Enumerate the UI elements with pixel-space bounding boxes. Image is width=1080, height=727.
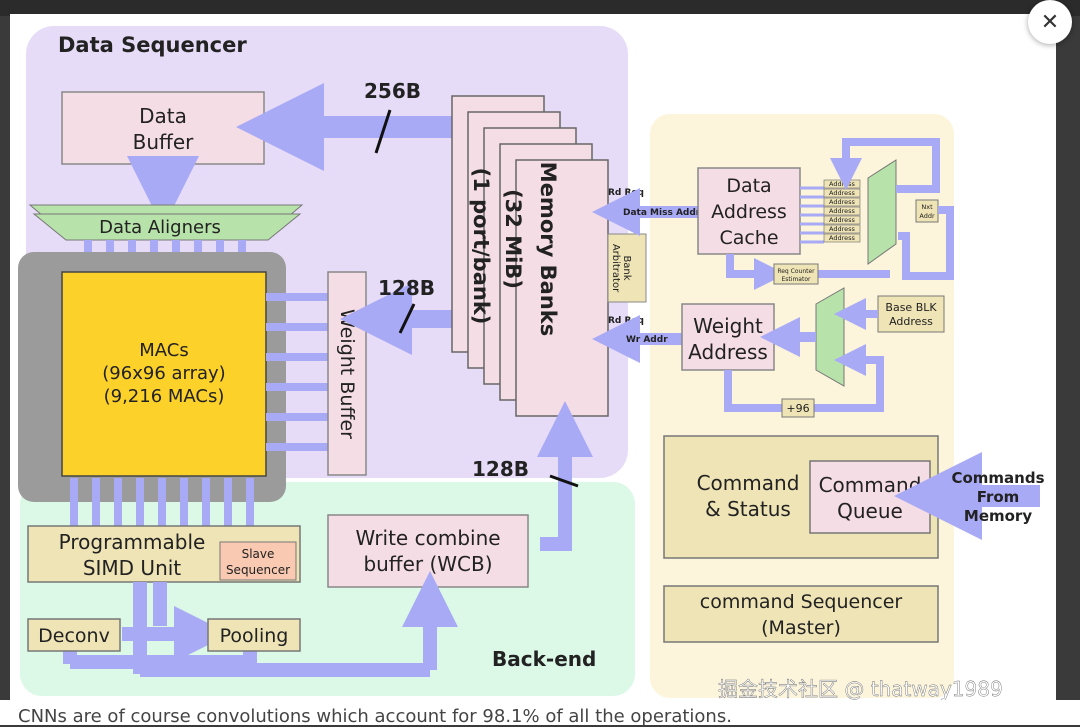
weight-buffer-label: Weight Buffer (336, 309, 358, 439)
command-status-label-1: Command (697, 471, 800, 495)
memory-banks-label-2: (32 MiB) (501, 189, 525, 289)
address-register-labels: Address Address Address Address Address … (829, 180, 855, 242)
wr-addr-label: Wr Addr (626, 335, 668, 345)
backend-routing (63, 571, 458, 677)
dac-label-1: Data (726, 175, 771, 197)
nxt-addr-label-1: Nxt (921, 203, 933, 211)
background-nav-strip (0, 0, 1080, 16)
req-counter-label-2: Estimator (782, 276, 811, 283)
base-blk-label-2: Address (889, 315, 933, 328)
label-256b: 256B (364, 79, 421, 103)
label-128b-top: 128B (378, 276, 435, 300)
nxt-addr-label-2: Addr (919, 212, 935, 220)
address-reg-7: Address (829, 234, 855, 242)
address-reg-2: Address (829, 189, 855, 197)
bank-arbitrator-label-1: Bank (621, 255, 632, 280)
req-counter-estimator (773, 263, 819, 285)
image-lightbox: Data Sequencer Data Buffer 256B Data Ali… (10, 14, 1056, 700)
rd-req-label-2: Rd Req (608, 316, 644, 326)
macs-label-3: (9,216 MACs) (104, 386, 225, 407)
memory-banks-label-3: (1 port/bank) (469, 168, 493, 325)
close-button[interactable]: ✕ (1028, 0, 1072, 44)
data-buffer-label-2: Buffer (133, 130, 194, 154)
deconv-label: Deconv (38, 625, 110, 647)
arrow-128b-wcb (537, 401, 593, 551)
simd-label-2: SIMD Unit (83, 556, 181, 580)
weight-mux (815, 287, 845, 387)
data-sequencer-title: Data Sequencer (58, 33, 247, 57)
macs-label-1: MACs (139, 340, 188, 361)
dac-label-2: Address (711, 201, 787, 223)
wcb-label-1: Write combine (355, 526, 500, 550)
bus-slash-128-top (398, 303, 416, 334)
command-queue-label-1: Command (819, 473, 922, 497)
bus-slash-256 (374, 109, 392, 154)
commands-from-memory-label-1: Commands (951, 469, 1044, 487)
base-blk-label-1: Base BLK (885, 301, 937, 314)
simd-label-1: Programmable (59, 530, 206, 554)
plus96-box (781, 398, 815, 418)
label-128b-bottom: 128B (472, 457, 529, 481)
rd-req-label-1: Rd Req (608, 188, 644, 198)
mux-feedback-loop (830, 138, 940, 193)
deconv-unit (27, 618, 121, 652)
pooling-unit (207, 618, 301, 652)
bus-slash-128-bottom (549, 474, 579, 488)
dac-label-3: Cache (719, 227, 778, 249)
slave-sequencer-label-1: Slave (242, 547, 275, 561)
address-mux (867, 159, 897, 265)
slave-sequencer-label-2: Sequencer (226, 563, 290, 577)
memory-banks (515, 159, 609, 417)
pooling-label: Pooling (220, 625, 289, 647)
base-blk-address (877, 295, 945, 333)
memory-banks-label-1: Memory Banks (536, 162, 560, 336)
command-sequencer-label-2: (Master) (761, 617, 841, 639)
slave-sequencer (219, 541, 297, 581)
mac-to-simd-arrows (70, 478, 254, 526)
background-article-text: CNNs are of course convolutions which ac… (18, 706, 732, 727)
command-status-label-2: & Status (705, 497, 791, 521)
data-miss-addr-label: Data Miss Addr (623, 208, 701, 218)
address-reg-6: Address (829, 225, 855, 233)
plus96-loop (724, 344, 884, 412)
data-aligners (32, 213, 302, 241)
data-aligners-label: Data Aligners (99, 217, 221, 238)
weight-address (681, 303, 775, 371)
address-reg-5: Address (829, 216, 855, 224)
command-sequencer-label-1: command Sequencer (700, 591, 903, 613)
address-reg-4: Address (829, 207, 855, 215)
background-article-strip: CNNs are of course convolutions which ac… (0, 700, 1080, 727)
macs-array (61, 271, 267, 477)
back-end-title: Back-end (492, 647, 596, 671)
command-sequencer (663, 585, 939, 643)
wcb-label-2: buffer (WCB) (363, 552, 492, 576)
commands-from-memory-label-2: From (977, 488, 1020, 506)
command-queue-label-2: Queue (837, 499, 903, 523)
bank-arbitrator-label-2: Arbitrator (610, 244, 621, 293)
req-counter-path (726, 254, 786, 290)
weight-address-label-2: Address (688, 340, 768, 364)
macs-label-2: (96x96 array) (102, 363, 225, 384)
commands-from-memory-label-3: Memory (964, 507, 1032, 525)
plus96-label: +96 (786, 402, 809, 415)
nxt-addr-loop (898, 206, 954, 280)
data-buffer-label-1: Data (139, 104, 187, 128)
close-icon: ✕ (1040, 9, 1060, 35)
data-address-cache (697, 167, 801, 255)
watermark: 掘金技术社区 @ thatway1989 (718, 677, 1003, 700)
address-reg-3: Address (829, 198, 855, 206)
weight-to-mac-arrows (266, 293, 328, 451)
req-counter-label-1: Req Counter (777, 268, 815, 275)
weight-address-label-1: Weight (693, 314, 763, 338)
architecture-diagram: Data Sequencer Data Buffer 256B Data Ali… (18, 26, 1045, 700)
address-reg-1: Address (829, 180, 855, 188)
